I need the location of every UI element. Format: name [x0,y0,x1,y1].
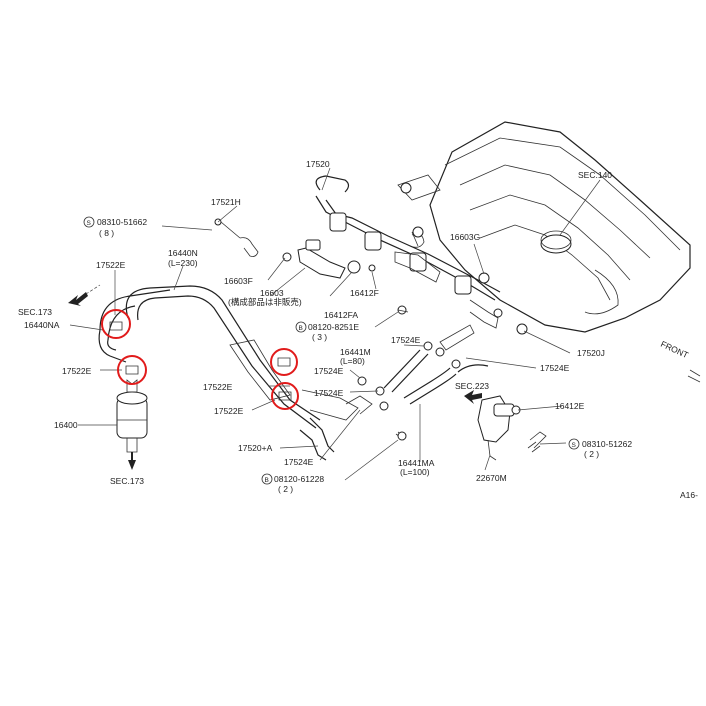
sec173-top-arrow-icon [68,292,88,306]
label-17524e-d: 17524E [314,388,344,398]
bolt-symbols [83,216,580,485]
bolt-symbol-b-1 [295,321,307,333]
label-08310-51262: 08310-51262 [582,439,632,449]
label-not-for-sale: (構成部品は非販売) [228,297,302,307]
label-16603f: 16603F [224,276,253,286]
bolt-symbol-s-1 [83,216,95,228]
label-17524e-a: 17524E [391,335,421,345]
bolts [395,309,541,453]
label-16400: 16400 [54,420,78,430]
bolt-symbol-b-2 [261,473,273,485]
label-16412fa: 16412FA [324,310,358,320]
label-sec223: SEC.223 [455,381,489,391]
highlight-marks [101,309,299,410]
label-16441ma: 16441MA [398,458,435,468]
return-hoses [357,305,489,411]
bolt-symbol-s-2-text: S [572,442,577,449]
front-arrow-icon [687,369,701,383]
highlight-circle-17522e-d [271,382,299,410]
label-17520a: 17520+A [238,443,273,453]
label-16441m-len: (L=80) [340,356,365,366]
label-sec173-bottom: SEC.173 [110,476,144,486]
label-sec140: SEC.140 [578,170,612,180]
label-17521h: 17521H [211,197,241,207]
label-sec173-top: SEC.173 [18,307,52,317]
label-17522e-b: 17522E [62,366,92,376]
label-17522e-c: 17522E [203,382,233,392]
leader-lines [69,167,601,481]
highlight-circle-17522e-a [101,309,131,339]
part-labels: 17520 SEC.140 17521H S 08310-51662 ( 8 )… [18,159,698,500]
fuel-filter [116,379,148,453]
sec223-arrow-icon [464,390,482,404]
bolt-symbol-b-1-text: B [299,325,303,332]
label-08120-8251e: 08120-8251E [308,322,359,332]
fuel-rail [315,175,503,329]
label-17524e-b: 17524E [314,366,344,376]
label-08120-61228: 08120-61228 [274,474,324,484]
label-16440n: 16440N [168,248,198,258]
label-17522e-d: 17522E [214,406,244,416]
sec173-bottom-arrow-icon [128,452,136,470]
label-17524e-c: 17524E [540,363,570,373]
label-16441m: 16441M [340,347,371,357]
injector-assembly [214,218,528,335]
label-17524e-e: 17524E [284,457,314,467]
valve-cover [397,121,691,333]
arrows [68,284,701,470]
label-08310-51262-qty: ( 2 ) [584,449,599,459]
label-17520j: 17520J [577,348,605,358]
highlight-circle-17522e-c [270,348,298,376]
label-08310-51662-qty: ( 8 ) [99,228,114,238]
pressure-regulator [477,395,547,461]
label-ref-code: A16- [680,490,698,500]
label-16441ma-len: (L=100) [400,467,430,477]
highlight-circle-17522e-b [117,355,147,385]
label-08120-61228-qty: ( 2 ) [278,484,293,494]
label-16603g: 16603G [450,232,480,242]
label-front: FRONT [659,339,690,360]
bolt-symbol-s-1-text: S [87,220,92,227]
bolt-symbol-b-2-text: B [265,477,269,484]
label-16412f: 16412F [350,288,379,298]
label-16412e: 16412E [555,401,585,411]
label-08310-51662: 08310-51662 [97,217,147,227]
label-16440na: 16440NA [24,320,60,330]
label-22670m: 22670M [476,473,507,483]
bolt-symbol-s-2 [568,438,580,450]
label-17522e-a: 17522E [96,260,126,270]
label-16440n-len: (L=230) [168,258,198,268]
label-17520: 17520 [306,159,330,169]
label-16603: 16603 [260,288,284,298]
label-08120-8251e-qty: ( 3 ) [312,332,327,342]
